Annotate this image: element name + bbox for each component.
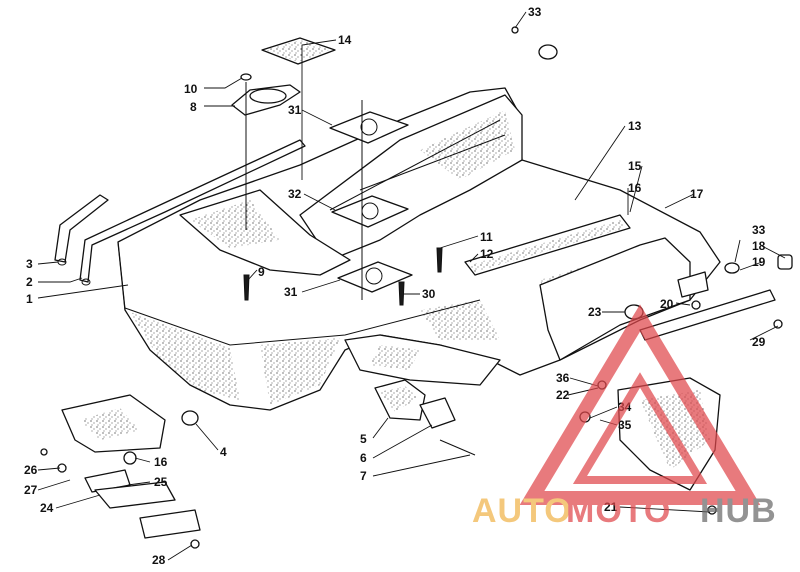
callout-36: 36 (556, 371, 570, 385)
callout-32: 32 (288, 187, 302, 201)
strip-12 (464, 214, 631, 276)
callout-3: 3 (26, 257, 33, 271)
callout-18: 18 (752, 239, 766, 253)
callout-8: 8 (190, 100, 197, 114)
callout-4: 4 (220, 445, 227, 459)
callout-labels: 1 2 3 4 5 6 7 8 9 10 11 12 13 14 15 16 1… (24, 5, 766, 567)
callout-12: 12 (480, 247, 494, 261)
callout-28: 28 (152, 553, 166, 567)
tail-light (511, 26, 793, 310)
pad-14 (261, 37, 336, 65)
callout-1: 1 (26, 292, 33, 306)
callout-20: 20 (660, 297, 674, 311)
callout-15: 15 (628, 159, 642, 173)
leader-lines (37, 11, 786, 561)
watermark-triangle-logo (519, 304, 761, 505)
callout-13: 13 (628, 119, 642, 133)
callout-16-bottom: 16 (154, 455, 168, 469)
callout-33-right: 33 (752, 223, 766, 237)
watermark-triangle-inner (572, 372, 708, 484)
watermark-text-hub: HUB (700, 492, 777, 530)
callout-23: 23 (588, 305, 602, 319)
callout-35: 35 (618, 418, 632, 432)
lower-bracket (40, 394, 201, 549)
callout-29: 29 (752, 335, 766, 349)
callout-31-bottom: 31 (284, 285, 298, 299)
callout-30: 30 (422, 287, 436, 301)
mounting-plates (329, 100, 413, 300)
screws (243, 247, 443, 306)
trim-strips (54, 139, 306, 286)
callout-31-top: 31 (288, 103, 302, 117)
callout-22: 22 (556, 388, 570, 402)
headlight-assembly (374, 379, 476, 456)
callout-5: 5 (360, 432, 367, 446)
watermark: AUTO MOTO HUB (472, 304, 777, 530)
callout-2: 2 (26, 275, 33, 289)
watermark-text-moto: MOTO (566, 492, 671, 530)
callout-9: 9 (258, 265, 265, 279)
callout-17: 17 (690, 187, 704, 201)
callout-11: 11 (480, 230, 493, 244)
callout-10: 10 (184, 82, 198, 96)
callout-14: 14 (338, 33, 352, 47)
bracket-8 (231, 73, 301, 230)
hood-assembly (117, 87, 721, 411)
callout-26: 26 (24, 463, 38, 477)
callout-6: 6 (360, 451, 367, 465)
callout-24: 24 (40, 501, 54, 515)
grommet-4 (181, 410, 199, 426)
callout-27: 27 (24, 483, 38, 497)
callout-16-top: 16 (628, 181, 642, 195)
callout-19: 19 (752, 255, 766, 269)
callout-33-top: 33 (528, 5, 542, 19)
callout-25: 25 (154, 475, 168, 489)
watermark-text-auto: AUTO (472, 492, 572, 530)
callout-7: 7 (360, 469, 367, 483)
